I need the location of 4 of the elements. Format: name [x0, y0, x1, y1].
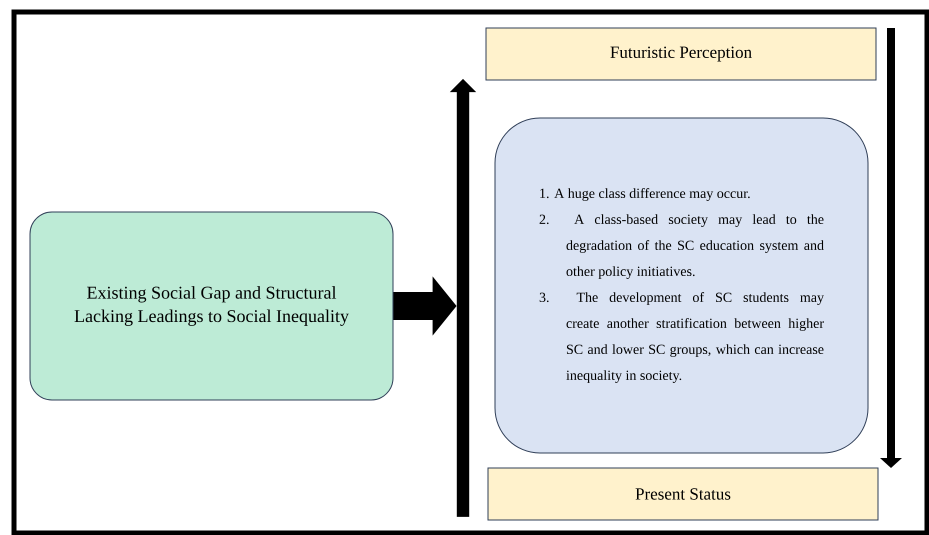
- list-box: 1. A huge class difference may occur. 2. A class-based society may lead to the degradation of the SC education system and other policy initiatives. 3. The development of SC students may create another stratification between higher SC and lower SC groups, which can increase inequality in society.: [494, 118, 868, 454]
- text-box: Existing Social Gap and Structural Lacking Leadings to Social Inequality: [30, 212, 394, 400]
- heading-box: Futuristic Perception: [486, 28, 876, 80]
- heading-box: Present Status: [488, 468, 878, 520]
